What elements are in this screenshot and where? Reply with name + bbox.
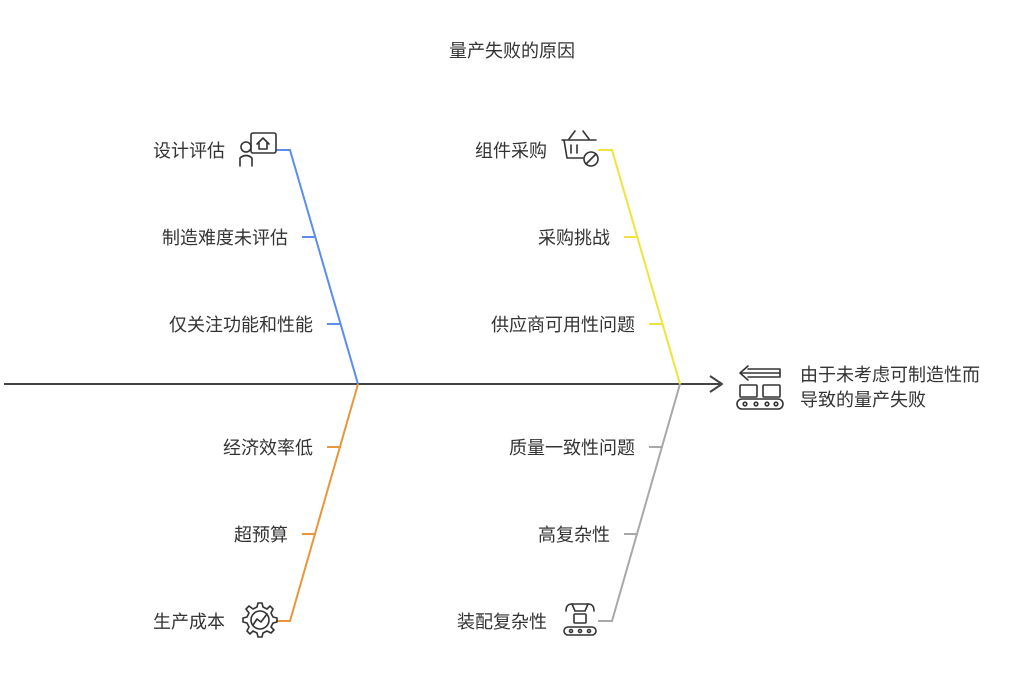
cause-label: 供应商可用性问题 xyxy=(491,315,635,336)
basket-blocked-icon xyxy=(561,130,599,167)
conveyor-arrow-icon xyxy=(736,365,784,410)
spine-arrowhead xyxy=(709,375,723,393)
effect-label-line1: 由于未考虑可制造性而 xyxy=(800,365,980,386)
cause-label: 经济效率低 xyxy=(223,438,313,459)
category-label: 生产成本 xyxy=(153,612,225,633)
bone-line xyxy=(598,383,681,622)
bone-line xyxy=(276,149,359,385)
bone-component-procurement: 组件采购 采购挑战 供应商可用性问题 xyxy=(475,130,681,385)
category-label: 组件采购 xyxy=(475,141,547,162)
cause-label: 质量一致性问题 xyxy=(509,438,635,459)
gear-chart-icon xyxy=(242,602,278,638)
bone-design-evaluation: 设计评估 制造难度未评估 仅关注功能和性能 xyxy=(153,132,359,385)
bone-line xyxy=(276,383,359,622)
cause-label: 采购挑战 xyxy=(538,228,610,249)
cause-label: 制造难度未评估 xyxy=(162,228,288,249)
bone-production-cost: 经济效率低 超预算 生产成本 xyxy=(153,383,359,638)
category-label: 装配复杂性 xyxy=(457,612,547,633)
robot-arm-icon xyxy=(563,603,597,636)
designer-house-icon xyxy=(239,132,277,167)
bone-line xyxy=(598,149,681,385)
category-label: 设计评估 xyxy=(153,141,225,162)
cause-label: 超预算 xyxy=(234,525,288,546)
cause-label: 仅关注功能和性能 xyxy=(169,315,313,336)
effect-label-line2: 导致的量产失败 xyxy=(800,390,926,411)
cause-label: 高复杂性 xyxy=(538,525,610,546)
effect-block: 由于未考虑可制造性而 导致的量产失败 xyxy=(736,365,980,411)
diagram-title: 量产失败的原因 xyxy=(449,41,575,62)
bone-assembly-complexity: 质量一致性问题 高复杂性 装配复杂性 xyxy=(457,383,681,636)
